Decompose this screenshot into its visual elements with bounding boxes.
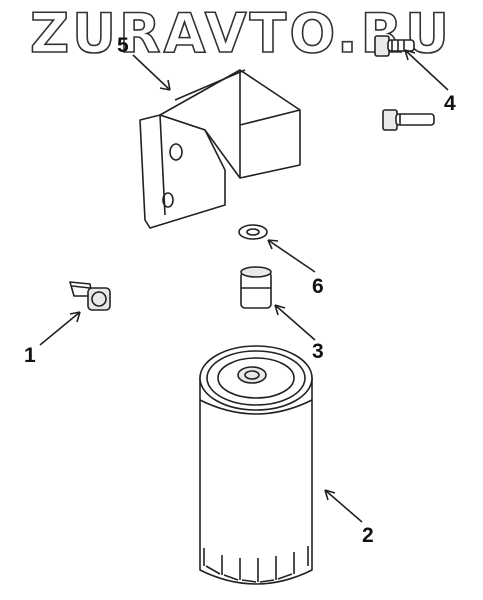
bolt-left bbox=[69, 281, 111, 311]
threaded-adapter bbox=[240, 266, 272, 309]
bolt-upper bbox=[374, 35, 415, 57]
callout-1: 1 bbox=[24, 344, 36, 367]
mounting-bracket bbox=[139, 69, 301, 229]
callout-6: 6 bbox=[312, 275, 324, 298]
callout-2: 2 bbox=[362, 524, 374, 547]
sealing-washer bbox=[238, 224, 268, 240]
callout-5: 5 bbox=[117, 34, 129, 57]
bolt-lower bbox=[382, 109, 435, 131]
leader-lines bbox=[39, 49, 449, 523]
watermark-text: ZURAVTO.RU bbox=[30, 2, 452, 65]
fuel-filter-cartridge bbox=[199, 345, 313, 585]
callout-4: 4 bbox=[444, 92, 456, 115]
callout-3: 3 bbox=[312, 340, 324, 363]
